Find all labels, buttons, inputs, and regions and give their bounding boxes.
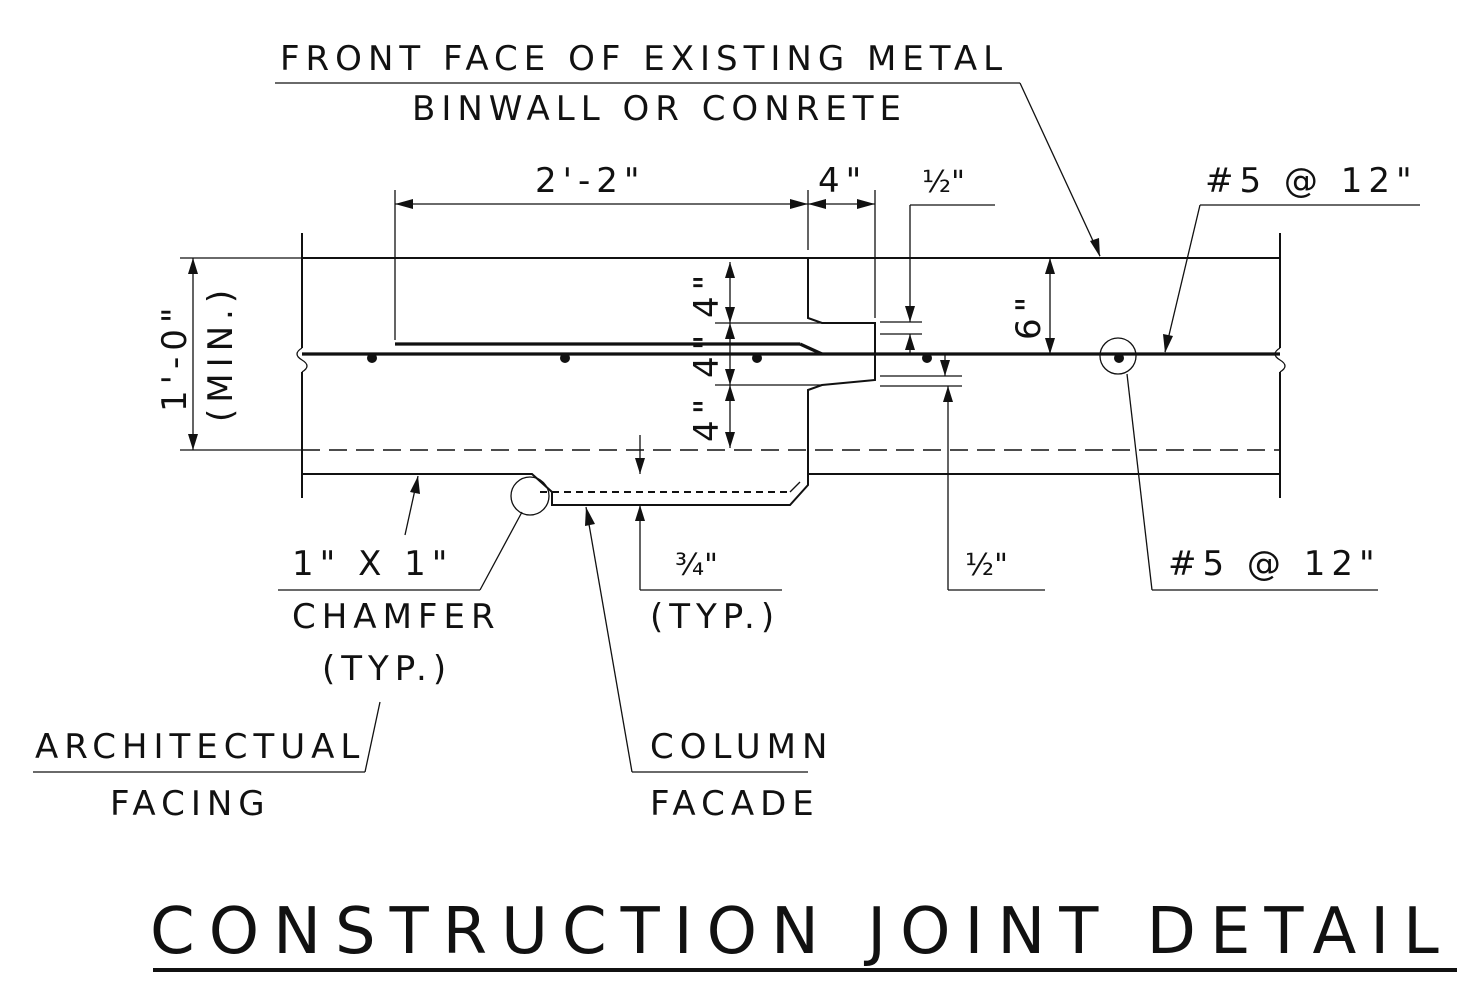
shear-key-joint (807, 258, 876, 474)
break-symbol-left (296, 347, 308, 373)
arch-facing-label-line1: ARCHITECTUAL (35, 727, 365, 767)
dim-key-upper-label: 4" (687, 269, 727, 318)
dim-key-heights: 4" 4" 4" (687, 262, 822, 448)
column-facade-label-line2: FACADE (650, 784, 820, 824)
rebar-dot (1114, 353, 1124, 363)
rebar-dot (752, 353, 762, 363)
dim-gap-top: ½" (880, 165, 995, 354)
front-face-label-line2: BINWALL OR CONRETE (412, 89, 907, 129)
rebar-dot (560, 353, 570, 363)
dim-lap-length: 2'-2" 4" (394, 161, 876, 340)
column-facade-face (520, 473, 1280, 506)
joint-line (807, 258, 876, 474)
leader-rebar-top: #5 @ 12" (1163, 161, 1420, 353)
leader-chamfer: 1" X 1" CHAMFER (TYP.) (278, 475, 523, 689)
dim-key-mid-label: 4" (687, 329, 727, 378)
rebar-bottom-label: #5 @ 12" (1168, 544, 1381, 584)
dim-lap-label: 2'-2" (535, 161, 646, 201)
rebar-callout-circle (1099, 337, 1137, 375)
leader-front-face: FRONT FACE OF EXISTING METAL BINWALL OR … (275, 39, 1101, 257)
chamfer-label-line2: CHAMFER (292, 597, 501, 637)
dim-gap-bottom: ½" (880, 354, 1045, 591)
dim-gap-bottom-label: ½" (965, 548, 1008, 583)
dim-wall-label: 1'-0" (155, 301, 195, 412)
column-facade-label-line1: COLUMN (650, 727, 833, 767)
wall-section (296, 233, 1286, 506)
leader-recess: ¾" (TYP.) (635, 435, 782, 637)
recess-label-line2: (TYP.) (650, 597, 780, 637)
rebar-dot (922, 353, 932, 363)
dim-key-lower-label: 4" (687, 393, 727, 442)
dim-gap-top-label: ½" (922, 165, 965, 200)
leader-architectural-facing: ARCHITECTUAL FACING (33, 701, 381, 824)
title-text: CONSTRUCTION JOINT DETAIL (150, 895, 1453, 969)
recess-label-line1: ¾" (675, 548, 718, 583)
reinforcement (302, 337, 1280, 516)
rebar-dot (367, 353, 377, 363)
dim-cover-label: 6" (1009, 291, 1049, 340)
front-face-label-line1: FRONT FACE OF EXISTING METAL (280, 39, 1008, 79)
drawing-title: CONSTRUCTION JOINT DETAIL (150, 895, 1457, 972)
leader-rebar-bottom: #5 @ 12" (1126, 373, 1381, 591)
arch-facing-label-line2: FACING (110, 784, 271, 824)
dim-key-width-label: 4" (818, 161, 867, 201)
dim-wall-note: (MIN.) (201, 284, 241, 422)
chamfer-label-line3: (TYP.) (322, 649, 452, 689)
dim-cover: 6" (1009, 258, 1055, 354)
chamfer-callout-circle (510, 476, 550, 516)
chamfer-label-line1: 1" X 1" (292, 544, 453, 584)
break-symbol-right (1274, 347, 1286, 373)
dim-wall-thickness: 1'-0" (MIN.) (155, 257, 302, 451)
leader-column-facade: COLUMN FACADE (585, 506, 833, 824)
rebar-top-label: #5 @ 12" (1205, 161, 1418, 201)
